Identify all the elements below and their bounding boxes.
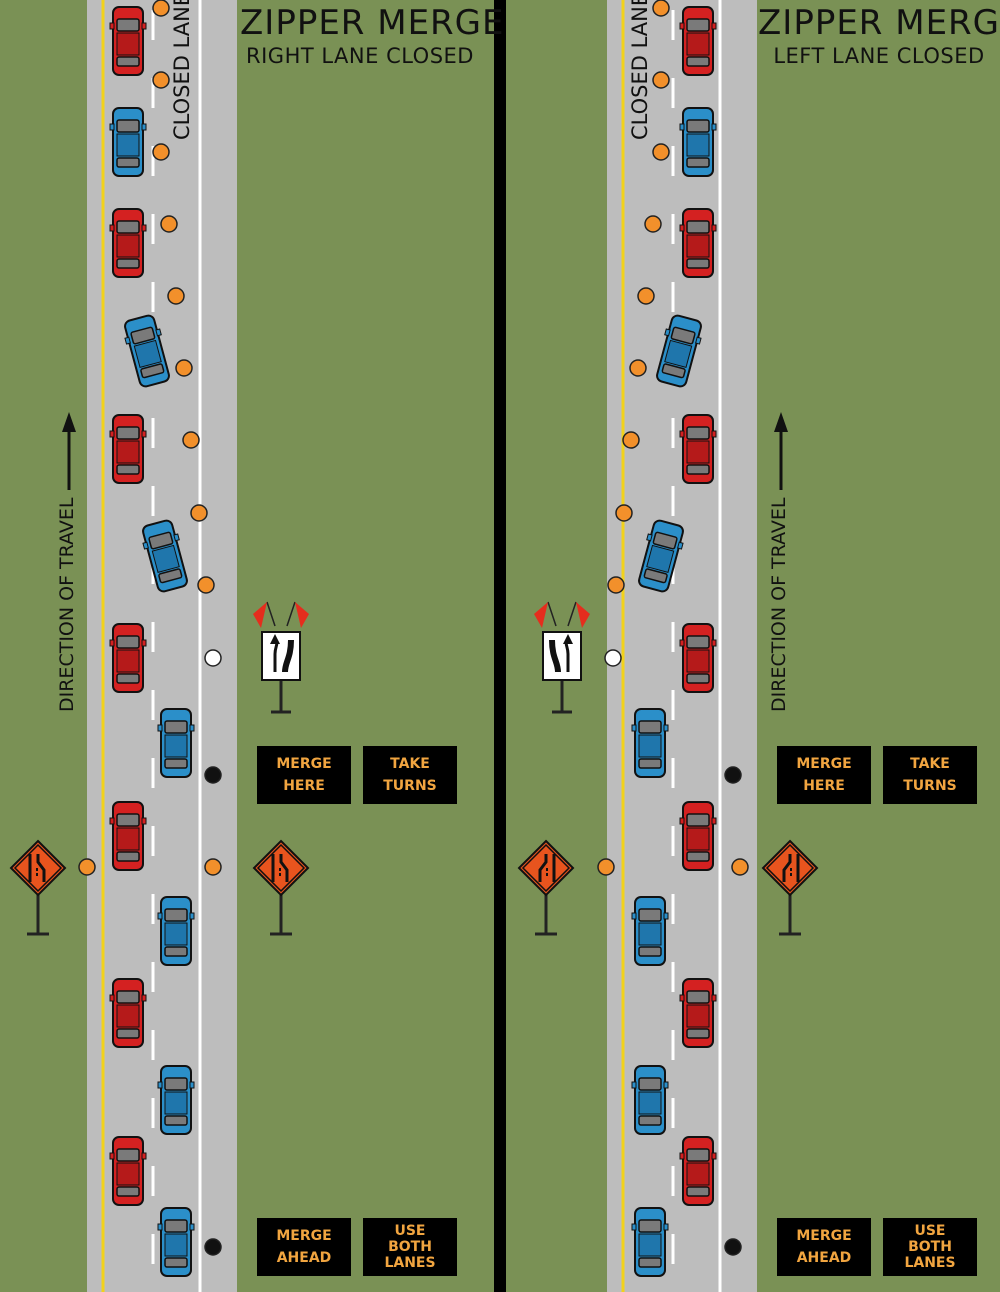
red-car: [109, 1136, 147, 1206]
take-turns-sign: TAKE TURNS: [883, 746, 977, 804]
blue-car: [157, 1065, 195, 1135]
blue-car: [631, 1065, 669, 1135]
panel-subtitle: RIGHT LANE CLOSED: [246, 44, 474, 68]
traffic-cone: [78, 858, 96, 876]
red-car: [109, 801, 147, 871]
drum-marker: [204, 1238, 222, 1256]
red-car: [109, 978, 147, 1048]
traffic-cone: [652, 143, 670, 161]
traffic-cone: [167, 287, 185, 305]
take-turns-sign: TAKE TURNS: [363, 746, 457, 804]
red-car: [679, 978, 717, 1048]
traffic-cone: [197, 576, 215, 594]
traffic-cone: [175, 359, 193, 377]
merge-ahead-sign: MERGE AHEAD: [777, 1218, 871, 1276]
use-both-lanes-sign: USE BOTH LANES: [883, 1218, 977, 1276]
merge-ahead-sign: MERGE AHEAD: [257, 1218, 351, 1276]
direction-arrow-left: [62, 412, 76, 490]
direction-arrow-right: [774, 412, 788, 490]
grass-left: [0, 0, 494, 1292]
merge-here-sign: MERGE HERE: [777, 746, 871, 804]
drum-marker: [724, 766, 742, 784]
traffic-cone: [152, 71, 170, 89]
merge-here-sign: MERGE HERE: [257, 746, 351, 804]
drum-marker: [724, 1238, 742, 1256]
panel-title: ZIPPER MERGE: [240, 3, 505, 43]
traffic-cone: [629, 359, 647, 377]
traffic-cone: [622, 431, 640, 449]
end-marker: [604, 649, 622, 667]
red-car: [679, 801, 717, 871]
red-car: [109, 414, 147, 484]
closed-lane-label: CLOSED LANE: [170, 0, 194, 140]
red-car: [109, 623, 147, 693]
end-marker: [204, 649, 222, 667]
use-both-lanes-sign: USE BOTH LANES: [363, 1218, 457, 1276]
traffic-cone: [652, 71, 670, 89]
traffic-cone: [152, 0, 170, 17]
blue-car: [631, 896, 669, 966]
red-car: [679, 623, 717, 693]
red-car: [679, 6, 717, 76]
traffic-cone: [644, 215, 662, 233]
left-lane-ends-icon: [517, 839, 575, 936]
traffic-cone: [731, 858, 749, 876]
traffic-cone: [597, 858, 615, 876]
blue-car: [631, 708, 669, 778]
red-car: [679, 208, 717, 278]
blue-car: [679, 107, 717, 177]
red-car: [109, 208, 147, 278]
blue-car: [631, 1207, 669, 1277]
cones-right: [597, 0, 749, 1256]
left-lane-ends-icon: [761, 839, 819, 936]
keep-right-arrow-icon: [532, 600, 592, 714]
traffic-cone: [152, 143, 170, 161]
drum-marker: [204, 766, 222, 784]
blue-car: [157, 1207, 195, 1277]
keep-left-arrow-icon: [251, 600, 311, 714]
cones-left: [78, 0, 222, 1256]
red-car: [679, 414, 717, 484]
right-lane-ends-icon: [9, 839, 67, 936]
traffic-cone: [607, 576, 625, 594]
traffic-cone: [190, 504, 208, 522]
panel-divider: [494, 0, 506, 1292]
panel-title: ZIPPER MERGE: [758, 3, 1000, 43]
traffic-cone: [637, 287, 655, 305]
panel-subtitle: LEFT LANE CLOSED: [773, 44, 985, 68]
closed-lane-label: CLOSED LANE: [628, 0, 652, 140]
direction-of-travel-label: DIRECTION OF TRAVEL: [56, 497, 78, 712]
direction-of-travel-label: DIRECTION OF TRAVEL: [768, 497, 790, 712]
red-car: [109, 6, 147, 76]
traffic-cone: [615, 504, 633, 522]
traffic-cone: [182, 431, 200, 449]
traffic-cone: [652, 0, 670, 17]
traffic-cone: [160, 215, 178, 233]
right-lane-ends-icon: [252, 839, 310, 936]
traffic-cone: [204, 858, 222, 876]
blue-car: [157, 896, 195, 966]
blue-car: [109, 107, 147, 177]
red-car: [679, 1136, 717, 1206]
blue-car: [157, 708, 195, 778]
